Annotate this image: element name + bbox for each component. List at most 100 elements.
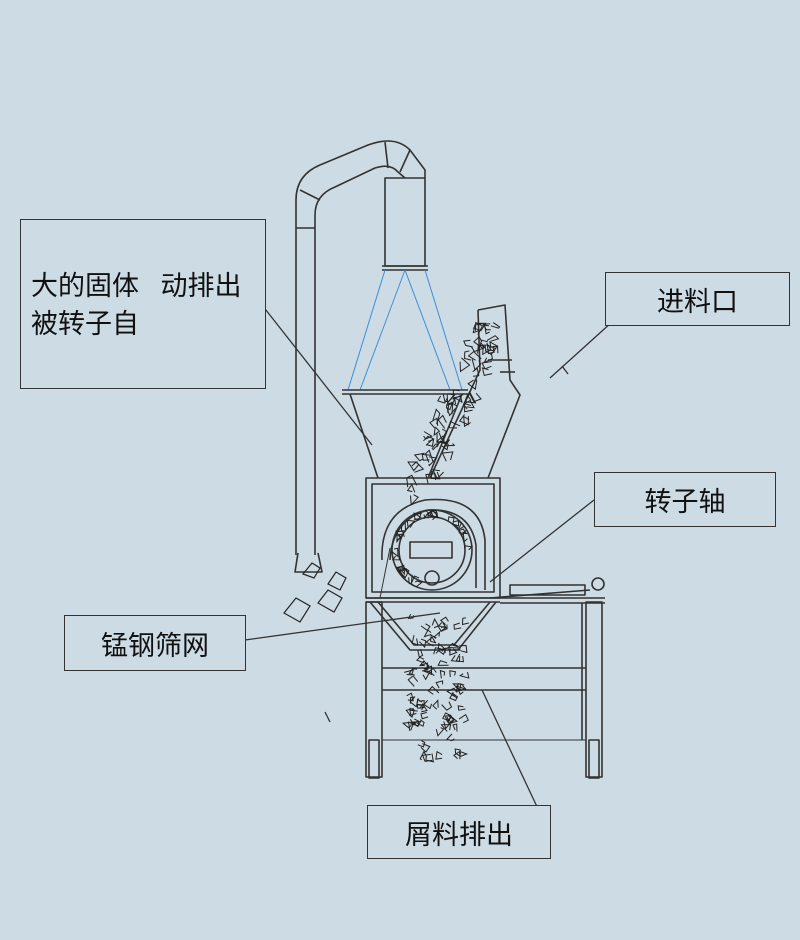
- material-fragment: [444, 439, 456, 447]
- material-fragment: [490, 322, 501, 329]
- material-fragment: [484, 349, 496, 356]
- material-fragment: [448, 420, 461, 429]
- feed-material: [391, 321, 501, 588]
- material-fragment: [437, 660, 449, 666]
- screen-funnel: [366, 597, 500, 651]
- material-fragment: [447, 403, 454, 415]
- material-fragment: [463, 339, 473, 348]
- material-fragment: [429, 417, 439, 429]
- material-fragment: [419, 660, 429, 667]
- blue-cone-lines: [347, 269, 463, 391]
- material-fragment: [464, 403, 473, 413]
- material-fragment: [391, 547, 399, 558]
- rotor-shaft-text: 转子轴: [644, 487, 726, 518]
- material-fragment: [411, 635, 419, 646]
- material-fragment: [446, 687, 458, 697]
- material-fragment: [432, 408, 441, 425]
- material-fragment: [408, 707, 415, 718]
- feed-inlet-label: 进料口: [605, 272, 790, 326]
- material-fragment: [407, 675, 419, 687]
- material-fragment: [439, 616, 449, 626]
- material-fragment: [484, 324, 490, 335]
- material-fragment: [468, 392, 482, 403]
- material-fragment: [463, 350, 472, 361]
- material-fragment: [406, 519, 415, 528]
- crusher-housing: [365, 477, 501, 599]
- material-fragment: [435, 750, 443, 760]
- chips-discharge-label: 屑料排出: [367, 805, 551, 859]
- material-fragment: [441, 451, 454, 462]
- material-fragment: [467, 379, 478, 391]
- material-fragment: [433, 426, 441, 437]
- material-fragment: [482, 323, 491, 331]
- material-fragment: [435, 435, 450, 445]
- material-fragment: [423, 665, 432, 676]
- material-fragment: [423, 629, 432, 638]
- large-solid-blocks: [283, 562, 347, 623]
- material-fragment: [481, 367, 493, 376]
- material-fragment: [459, 357, 471, 373]
- material-fragment: [439, 669, 446, 679]
- material-fragment: [422, 670, 431, 681]
- material-fragment: [463, 394, 472, 410]
- material-fragment: [399, 565, 405, 576]
- material-fragment: [442, 393, 454, 403]
- material-fragment: [462, 399, 475, 409]
- material-fragment: [421, 453, 431, 461]
- material-fragment: [433, 647, 442, 655]
- material-fragment: [435, 680, 444, 689]
- material-fragment: [411, 461, 425, 473]
- material-fragment: [415, 656, 425, 664]
- material-fragment: [442, 712, 452, 722]
- large-solids-label-line1: 大的固体被转子自: [31, 271, 139, 340]
- material-fragment: [425, 636, 436, 647]
- material-fragment: [461, 617, 469, 626]
- material-fragment: [417, 703, 424, 711]
- material-fragment: [449, 692, 458, 702]
- material-fragment: [447, 516, 455, 525]
- material-fragment: [463, 545, 473, 551]
- material-fragment: [457, 705, 466, 711]
- chips-discharge-text: 屑料排出: [405, 819, 513, 851]
- material-fragment: [459, 644, 468, 654]
- material-fragment: [410, 494, 420, 506]
- material-fragment: [451, 397, 462, 407]
- support-frame: [365, 577, 605, 779]
- material-fragment: [419, 662, 429, 672]
- material-fragment: [413, 452, 425, 462]
- material-fragment: [408, 574, 413, 585]
- material-fragment: [458, 525, 467, 537]
- material-fragment: [423, 700, 433, 710]
- material-fragment: [409, 718, 420, 725]
- material-fragment: [486, 335, 500, 342]
- material-fragment: [433, 630, 441, 639]
- material-fragment: [406, 483, 416, 493]
- material-fragment: [414, 580, 423, 588]
- hopper: [342, 389, 468, 479]
- material-fragment: [456, 685, 466, 696]
- material-fragment: [395, 533, 403, 540]
- material-fragment: [431, 443, 441, 451]
- material-fragment: [407, 721, 415, 732]
- material-fragment: [417, 740, 426, 748]
- material-fragment: [410, 575, 420, 587]
- material-fragment: [425, 449, 434, 463]
- material-fragment: [408, 668, 418, 676]
- material-fragment: [449, 648, 458, 656]
- material-fragment: [435, 727, 445, 737]
- material-fragment: [441, 701, 453, 711]
- material-fragment: [437, 395, 448, 404]
- material-fragment: [423, 509, 429, 520]
- material-fragment: [483, 352, 493, 364]
- material-fragment: [428, 667, 437, 677]
- material-fragment: [419, 703, 428, 713]
- material-fragment: [391, 555, 401, 561]
- material-fragment: [428, 456, 438, 467]
- material-fragment: [459, 671, 470, 679]
- material-fragment: [416, 698, 423, 706]
- material-fragment: [489, 341, 498, 353]
- material-fragment: [439, 440, 449, 451]
- material-fragment: [419, 638, 427, 649]
- material-fragment: [467, 350, 482, 361]
- material-fragment: [437, 622, 447, 632]
